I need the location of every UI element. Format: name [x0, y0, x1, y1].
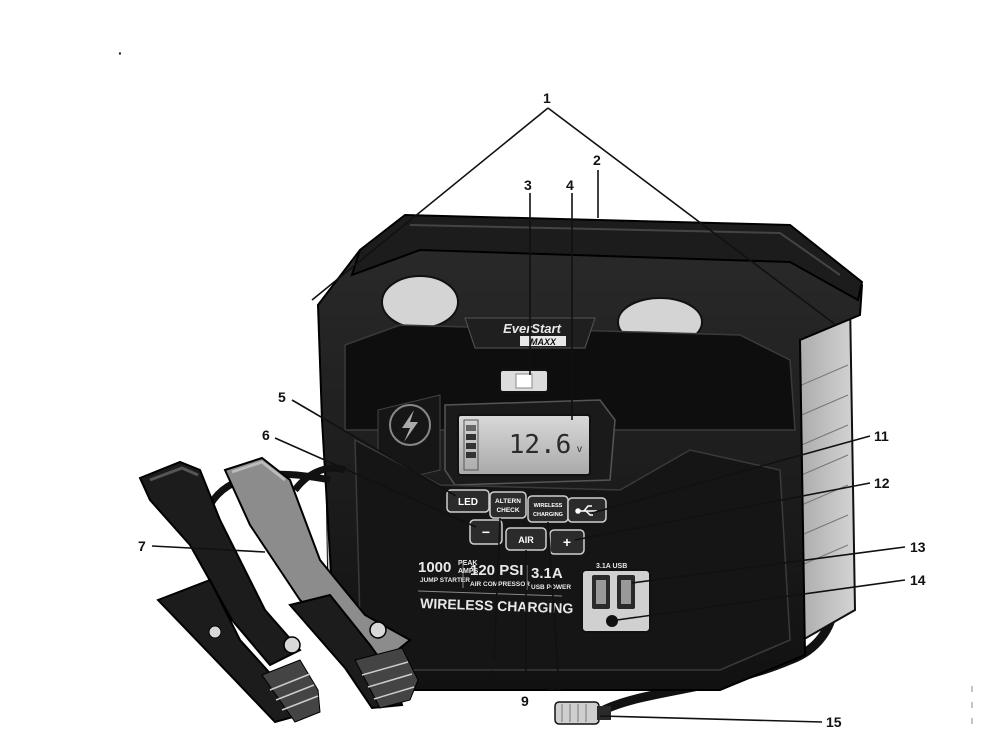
corner-mark: ·	[118, 45, 123, 61]
callout-5: 5	[278, 389, 286, 405]
lightning-bolt-icon	[402, 410, 418, 442]
usb-button[interactable]	[567, 497, 607, 523]
callout-15: 15	[826, 714, 842, 730]
callout-2: 2	[593, 152, 601, 168]
carry-handle	[350, 213, 864, 302]
usb-port-panel: 3.1A USB	[581, 563, 651, 633]
hose-nozzle	[554, 701, 611, 725]
psi-value: 120 PSI	[470, 562, 523, 579]
callout-14: 14	[910, 572, 926, 588]
brand-sub: MAXX	[530, 337, 557, 347]
control-panel: LED ALTERN CHECK WIRELESS CHARGING	[446, 489, 607, 555]
callout-13: 13	[910, 539, 926, 555]
usb-icon	[575, 505, 597, 516]
callout-6: 6	[262, 427, 270, 443]
led-button[interactable]: LED	[446, 489, 490, 513]
brand-name: EverStart	[503, 321, 561, 336]
altern-check-label-2: CHECK	[496, 507, 519, 514]
alternator-check-button[interactable]: ALTERN CHECK	[489, 491, 527, 519]
amps-value: 1000	[418, 559, 451, 576]
led-button-label: LED	[458, 497, 478, 508]
jump-starter-unit: EverStart MAXX 12.6 v	[316, 213, 864, 691]
dc-power-port[interactable]	[606, 615, 618, 627]
black-battery-clamp	[138, 460, 321, 724]
callout-1: 1	[543, 90, 551, 106]
usb-port-label: 3.1A USB	[596, 563, 627, 570]
air-label: AIR	[518, 535, 534, 545]
lcd-display: 12.6 v	[457, 414, 591, 476]
left-work-light	[381, 275, 459, 329]
wireless-charging-button[interactable]: WIRELESS CHARGING	[527, 495, 569, 523]
callout-10: 10	[548, 677, 564, 693]
air-button[interactable]: AIR	[505, 527, 547, 551]
wireless-label-2: CHARGING	[533, 512, 563, 518]
callout-11: 11	[874, 428, 889, 444]
minus-label: −	[482, 524, 490, 540]
lcd-voltage-unit: v	[577, 444, 582, 455]
usb-value: 3.1A	[531, 565, 563, 582]
red-battery-clamp	[223, 456, 419, 710]
minus-button[interactable]: −	[469, 519, 503, 545]
psi-label: AIR COMPRESSOR	[470, 581, 530, 588]
amps-unit-1: PEAK	[458, 560, 477, 567]
amps-unit-2: AMPS	[458, 568, 479, 575]
callout-7: 7	[138, 538, 146, 554]
usb-label: USB POWER	[531, 584, 571, 591]
plus-button[interactable]: +	[549, 529, 585, 555]
callout-3: 3	[524, 177, 532, 193]
leader-lines	[151, 107, 906, 723]
altern-check-label-1: ALTERN	[495, 498, 521, 505]
callout-8: 8	[488, 667, 496, 683]
plus-label: +	[563, 534, 571, 550]
callout-numbers: 1 2 3 4 5 6 7 8 9 10 11 12 13 14 15	[138, 90, 926, 730]
amps-label: JUMP STARTER	[420, 577, 470, 584]
callout-9: 9	[521, 693, 529, 709]
callout-12: 12	[874, 475, 890, 491]
wireless-label-1: WIRELESS	[534, 503, 563, 509]
lcd-voltage-reading: 12.6	[509, 430, 572, 460]
callout-4: 4	[566, 177, 574, 193]
